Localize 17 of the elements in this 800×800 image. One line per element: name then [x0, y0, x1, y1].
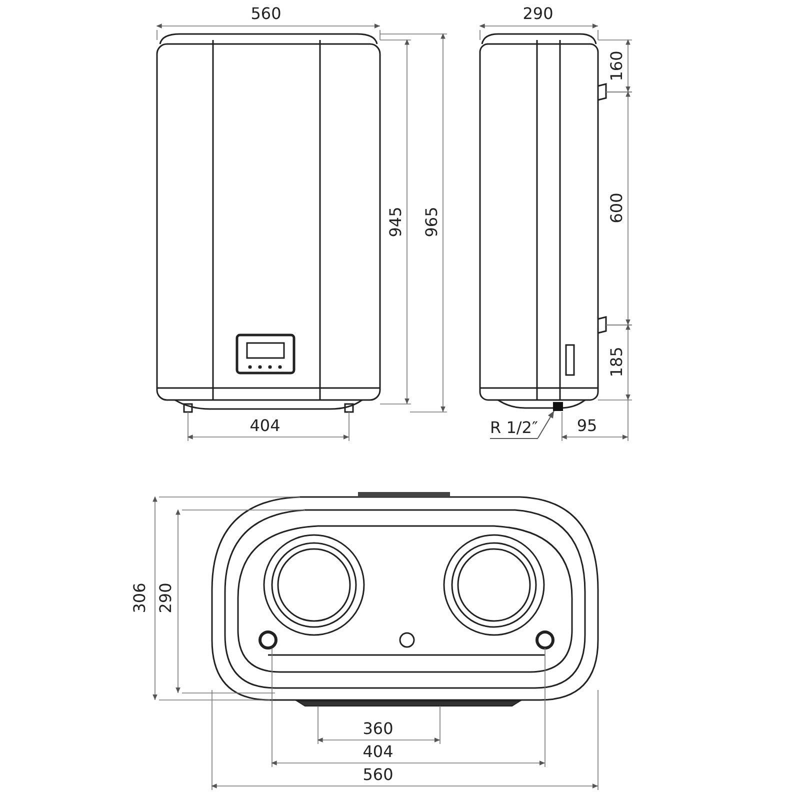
- dimension-label: 306: [132, 582, 148, 614]
- dimension-label: 290: [522, 6, 554, 22]
- pipe-fitting: [553, 402, 563, 411]
- dimension-label: 404: [362, 744, 394, 760]
- dimension-label: 560: [362, 767, 394, 783]
- dimension-label: 95: [576, 418, 598, 434]
- dimension-label: 185: [609, 346, 625, 378]
- dimension-label: 404: [250, 418, 280, 434]
- dimension-label: 945: [388, 206, 404, 238]
- leader-line: [537, 410, 554, 438]
- dimension-label: 965: [424, 206, 440, 238]
- dimension-label: 560: [250, 6, 282, 22]
- thread-size-label: R 1/2″: [490, 420, 538, 439]
- dimension-label: 360: [362, 721, 394, 737]
- dimension-label: 160: [609, 50, 625, 82]
- dimension-label: 600: [609, 192, 625, 224]
- dimension-label: 290: [158, 582, 174, 614]
